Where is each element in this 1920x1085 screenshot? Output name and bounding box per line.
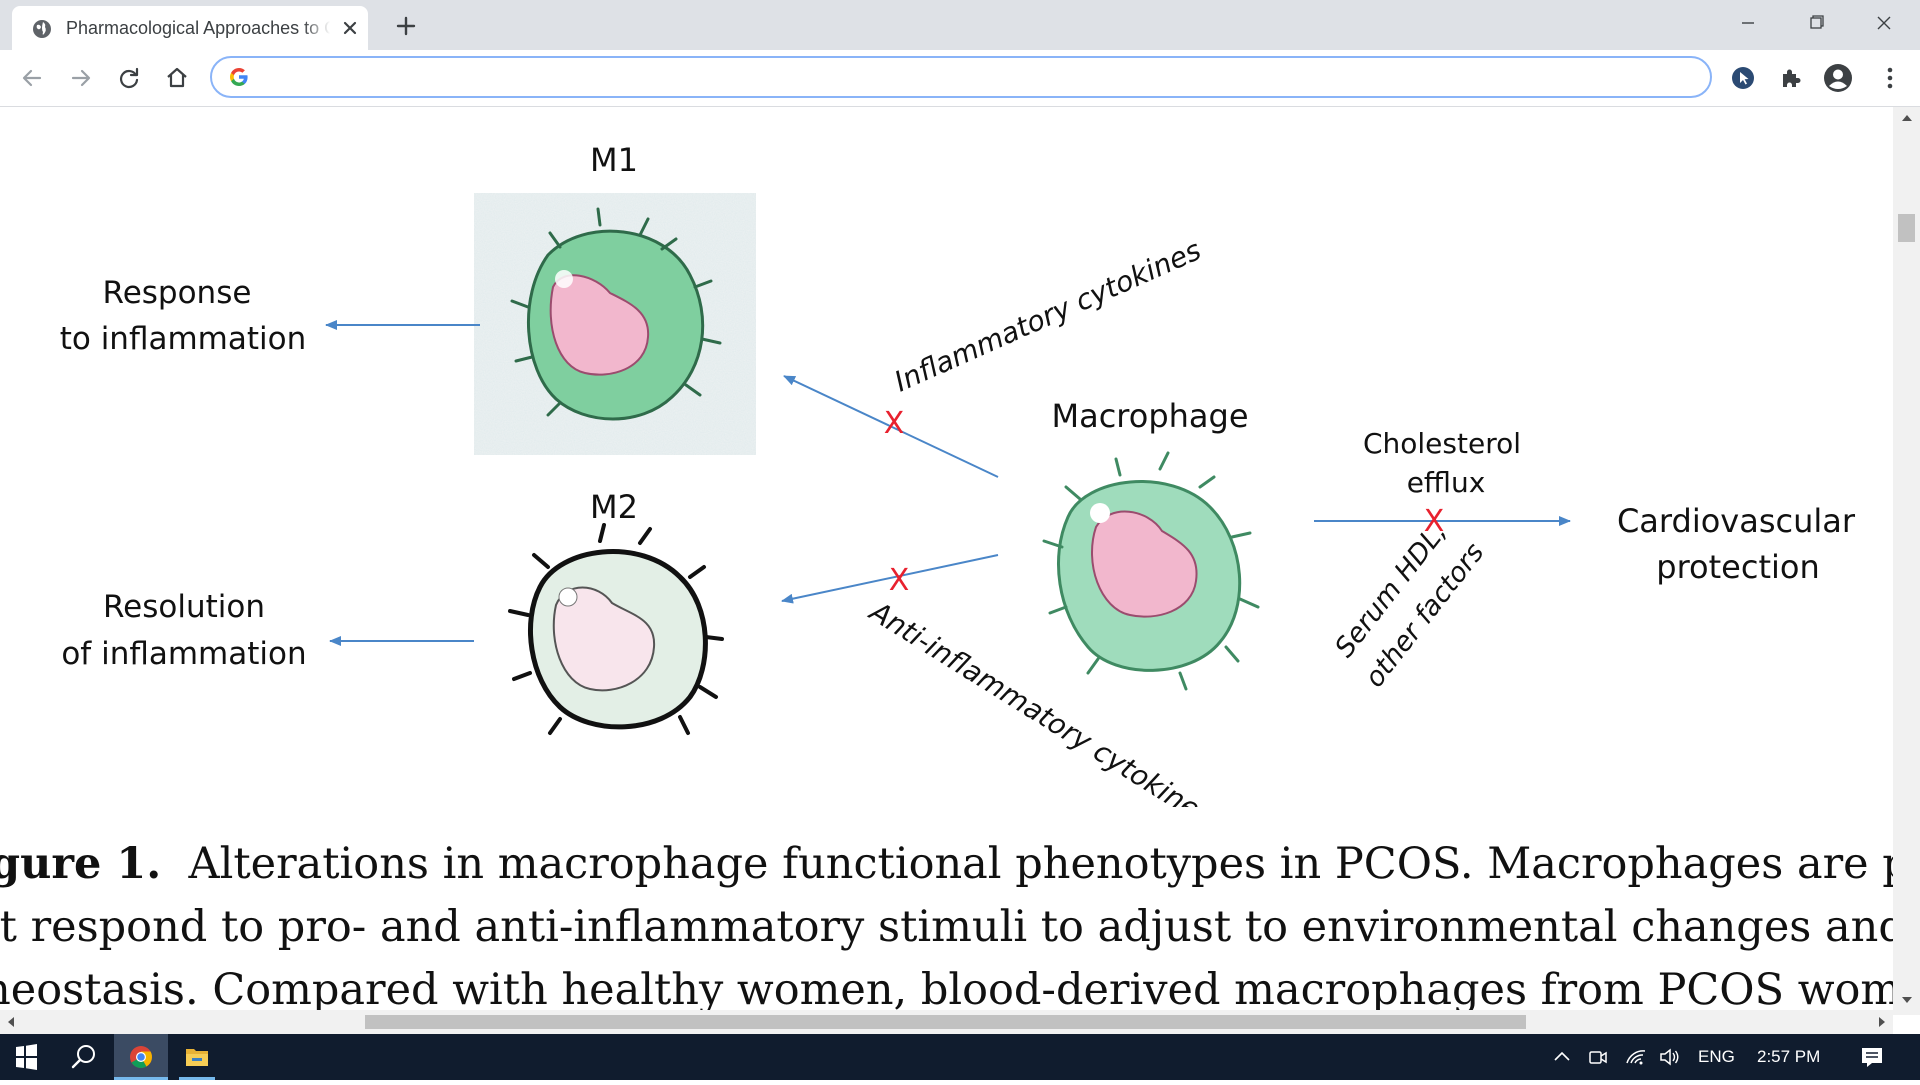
caption-line-2: at respond to pro- and anti-inflammatory… bbox=[0, 902, 1893, 952]
taskbar-search-button[interactable] bbox=[55, 1034, 111, 1080]
file-explorer-indicator bbox=[179, 1077, 215, 1080]
macrophage-cell bbox=[1042, 451, 1260, 691]
folder-icon bbox=[186, 1049, 208, 1066]
window-close-icon[interactable] bbox=[1864, 8, 1904, 38]
m2-macrophage-cell bbox=[508, 523, 724, 735]
meet-now-icon[interactable] bbox=[1586, 1044, 1610, 1070]
start-button[interactable] bbox=[0, 1034, 52, 1080]
scroll-right-arrow-icon[interactable] bbox=[1877, 1016, 1887, 1028]
notifications-icon[interactable] bbox=[1858, 1043, 1886, 1071]
block-mark-cholesterol: X bbox=[1424, 504, 1445, 539]
tab-strip: Pharmacological Approaches to Controllin… bbox=[0, 0, 1920, 50]
resolution-label-line2: of inflammation bbox=[61, 636, 306, 672]
figure-caption: gure 1. Alterations in macrophage functi… bbox=[0, 833, 1893, 1015]
scroll-up-arrow-icon[interactable] bbox=[1901, 113, 1913, 123]
taskbar-file-explorer[interactable] bbox=[170, 1034, 224, 1080]
arrow-macrophage-to-m2 bbox=[781, 554, 999, 604]
cardiovascular-label-line2: protection bbox=[1656, 548, 1819, 586]
address-bar[interactable] bbox=[210, 56, 1712, 98]
caption-line-1: gure 1. Alterations in macrophage functi… bbox=[0, 833, 1893, 896]
m1-macrophage-cell bbox=[510, 207, 722, 421]
horizontal-scroll-thumb[interactable] bbox=[365, 1015, 1526, 1029]
macrophage-label: Macrophage bbox=[1051, 397, 1248, 435]
caption-line-3: meostasis. Compared with healthy women, … bbox=[0, 965, 1893, 1015]
tray-chevron-up-icon[interactable] bbox=[1550, 1044, 1574, 1070]
arrow-macrophage-to-m1 bbox=[783, 375, 999, 478]
response-label-line2: to inflammation bbox=[60, 321, 307, 357]
more-menu-icon[interactable] bbox=[1874, 62, 1906, 94]
resolution-label-line1: Resolution bbox=[103, 589, 265, 625]
back-arrow-icon[interactable] bbox=[17, 63, 47, 93]
wifi-icon[interactable] bbox=[1624, 1044, 1648, 1070]
close-tab-icon[interactable] bbox=[338, 16, 362, 40]
home-icon[interactable] bbox=[162, 63, 192, 93]
block-mark-anti-inflammatory: X bbox=[889, 563, 910, 598]
response-label-line1: Response bbox=[103, 275, 252, 311]
windows-logo-icon bbox=[16, 1044, 37, 1070]
macrophage-figure: M1 M2 Response to inflammation Resolutio… bbox=[60, 141, 1856, 807]
caption-label: gure 1. bbox=[0, 839, 162, 889]
reload-icon[interactable] bbox=[114, 63, 144, 93]
system-clock[interactable]: 2:57 PM bbox=[1757, 1047, 1821, 1066]
m2-label: M2 bbox=[590, 488, 638, 526]
horizontal-scrollbar[interactable] bbox=[0, 1010, 1893, 1034]
restore-icon[interactable] bbox=[1796, 8, 1836, 38]
extensions-puzzle-icon[interactable] bbox=[1775, 62, 1807, 94]
forward-arrow-icon[interactable] bbox=[66, 63, 96, 93]
new-tab-plus-icon[interactable] bbox=[392, 12, 420, 40]
google-g-icon bbox=[230, 68, 248, 86]
profile-avatar-icon[interactable] bbox=[1822, 62, 1854, 94]
browser-tab[interactable]: Pharmacological Approaches to Controllin… bbox=[12, 6, 368, 50]
search-icon bbox=[71, 1045, 95, 1069]
globe-icon bbox=[33, 20, 51, 38]
vertical-scrollbar[interactable] bbox=[1893, 107, 1920, 1015]
chrome-icon bbox=[130, 1046, 152, 1068]
cardiovascular-label-line1: Cardiovascular bbox=[1617, 502, 1856, 540]
taskbar-chrome-app[interactable] bbox=[114, 1034, 168, 1080]
page-content: M1 M2 Response to inflammation Resolutio… bbox=[0, 107, 1893, 1015]
caption-line-1-text: Alterations in macrophage functional phe… bbox=[188, 839, 1893, 889]
chrome-active-indicator bbox=[114, 1077, 168, 1080]
address-input[interactable] bbox=[264, 62, 1668, 94]
inflammatory-cytokines-label: Inflammatory cytokines bbox=[889, 233, 1205, 398]
cursor-extension-icon[interactable] bbox=[1727, 62, 1759, 94]
scroll-left-arrow-icon[interactable] bbox=[6, 1016, 16, 1028]
tab-title: Pharmacological Approaches to Controllin… bbox=[66, 18, 330, 38]
m1-label: M1 bbox=[590, 141, 638, 179]
browser-toolbar bbox=[0, 50, 1920, 107]
vertical-scroll-thumb[interactable] bbox=[1898, 214, 1915, 242]
minimize-icon[interactable] bbox=[1728, 8, 1768, 38]
volume-icon[interactable] bbox=[1658, 1044, 1682, 1070]
block-mark-inflammatory: X bbox=[884, 406, 905, 441]
language-indicator[interactable]: ENG bbox=[1698, 1047, 1735, 1066]
windows-taskbar: ENG 2:57 PM bbox=[0, 1034, 1920, 1080]
scroll-down-arrow-icon[interactable] bbox=[1901, 995, 1913, 1005]
cholesterol-label-line1: Cholesterol bbox=[1363, 427, 1521, 460]
cholesterol-label-line2: efflux bbox=[1407, 466, 1486, 499]
